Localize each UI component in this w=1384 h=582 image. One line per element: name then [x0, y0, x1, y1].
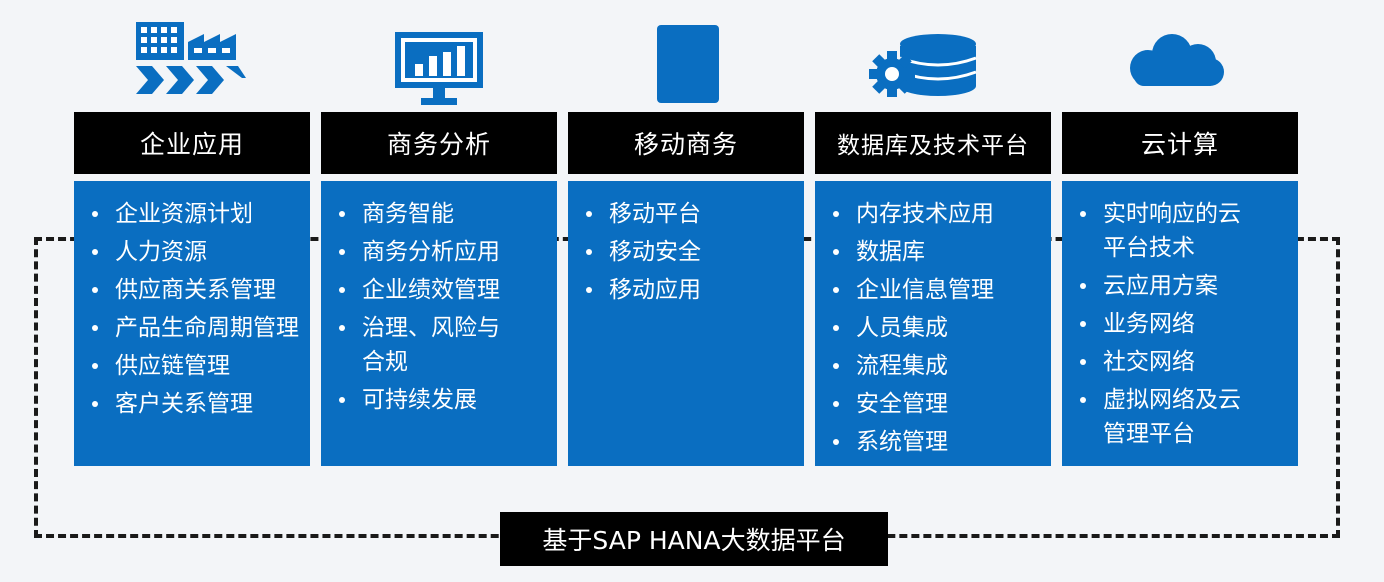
- list-item: 人员集成: [829, 311, 1051, 345]
- list-item: 供应链管理: [88, 349, 310, 383]
- list-item: 数据库: [829, 235, 1051, 269]
- column-body: 商务智能 商务分析应用 企业绩效管理 治理、风险与合规 可持续发展: [321, 181, 557, 466]
- list-item: 企业信息管理: [829, 273, 1051, 307]
- list-item: 人力资源: [88, 235, 310, 269]
- list-item: 企业绩效管理: [335, 273, 557, 307]
- list-item: 移动平台: [582, 197, 804, 231]
- list-item: 供应商关系管理: [88, 273, 310, 307]
- bar-chart-monitor-icon: [395, 32, 483, 105]
- column-title: 商务分析: [321, 112, 557, 174]
- list-item: 实时响应的云平台技术: [1076, 197, 1263, 265]
- list-item: 移动安全: [582, 235, 804, 269]
- list-item: 虚拟网络及云管理平台: [1076, 383, 1263, 451]
- mobile-device-icon: [657, 25, 719, 103]
- list-item: 流程集成: [829, 349, 1051, 383]
- column-body: 移动平台 移动安全 移动应用: [568, 181, 804, 466]
- column-body: 实时响应的云平台技术 云应用方案 业务网络 社交网络 虚拟网络及云管理平台: [1062, 181, 1298, 466]
- list-item: 系统管理: [829, 425, 1051, 459]
- list-item: 业务网络: [1076, 307, 1298, 341]
- list-item: 治理、风险与合规: [335, 311, 522, 379]
- column-title: 云计算: [1062, 112, 1298, 174]
- column-body: 内存技术应用 数据库 企业信息管理 人员集成 流程集成 安全管理 系统管理: [815, 181, 1051, 466]
- list-item: 内存技术应用: [829, 197, 1051, 231]
- cloud-icon: [1130, 34, 1224, 86]
- column-title: 移动商务: [568, 112, 804, 174]
- column-body: 企业资源计划 人力资源 供应商关系管理 产品生命周期管理 供应链管理 客户关系管…: [74, 181, 310, 466]
- column-mobile-business: 移动商务 移动平台 移动安全 移动应用: [568, 112, 804, 466]
- list-item: 可持续发展: [335, 383, 557, 417]
- list-item: 客户关系管理: [88, 387, 310, 421]
- column-cloud-computing: 云计算 实时响应的云平台技术 云应用方案 业务网络 社交网络 虚拟网络及云管理平…: [1062, 112, 1298, 466]
- list-item: 商务智能: [335, 197, 557, 231]
- list-item: 产品生命周期管理: [88, 311, 310, 345]
- list-item: 移动应用: [582, 273, 804, 307]
- column-database-platform: 数据库及技术平台 内存技术应用 数据库 企业信息管理 人员集成 流程集成 安全管…: [815, 112, 1051, 466]
- platform-label: 基于SAP HANA大数据平台: [500, 512, 888, 566]
- list-item: 社交网络: [1076, 345, 1298, 379]
- factory-icon: [136, 22, 246, 94]
- column-title: 数据库及技术平台: [815, 112, 1051, 174]
- list-item: 企业资源计划: [88, 197, 310, 231]
- list-item: 商务分析应用: [335, 235, 557, 269]
- list-item: 云应用方案: [1076, 269, 1298, 303]
- list-item: 安全管理: [829, 387, 1051, 421]
- column-business-analytics: 商务分析 商务智能 商务分析应用 企业绩效管理 治理、风险与合规 可持续发展: [321, 112, 557, 466]
- database-gear-icon: [869, 34, 977, 97]
- column-enterprise-apps: 企业应用 企业资源计划 人力资源 供应商关系管理 产品生命周期管理 供应链管理 …: [74, 112, 310, 466]
- column-title: 企业应用: [74, 112, 310, 174]
